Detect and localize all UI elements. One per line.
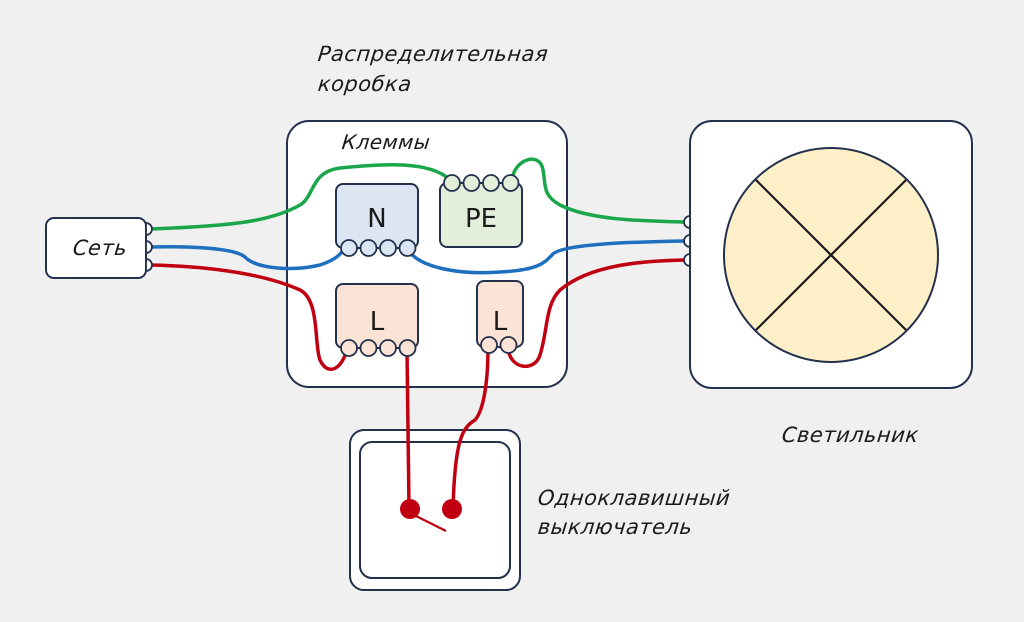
wire-line-mains xyxy=(148,263,349,371)
terminal-line-out-label: L xyxy=(493,307,508,337)
terminal-neutral-pin xyxy=(359,239,378,257)
terminal-ground-pin xyxy=(462,174,481,192)
mains-connectors xyxy=(145,222,153,272)
wire-neutral-mains xyxy=(148,245,347,271)
switch-box xyxy=(349,429,521,591)
terminal-ground-pin xyxy=(482,174,500,192)
terminal-line-in-pin xyxy=(398,339,417,357)
wire-ground-mains xyxy=(148,163,452,231)
wire-neutral-lamp xyxy=(406,239,686,275)
wire-line-lamp xyxy=(506,258,686,369)
wire-switched-line xyxy=(451,346,490,510)
terminal-neutral-label: N xyxy=(367,204,386,234)
terminal-line-in-pin xyxy=(359,339,378,357)
terminal-line-out: L xyxy=(476,280,524,348)
terminal-line-in: L xyxy=(335,283,419,349)
lamp-icon xyxy=(723,147,939,363)
terminal-neutral-pin xyxy=(379,239,397,257)
terminal-ground-pin xyxy=(501,174,520,192)
terminal-line-out-pin xyxy=(480,336,498,354)
luminaire-label: Светильник xyxy=(780,423,920,447)
mains-label: Сеть xyxy=(71,236,129,260)
junction-box-label-line1: Распределительная xyxy=(316,42,550,66)
wire-ground-lamp xyxy=(510,157,686,224)
lamp-connectors xyxy=(683,215,691,267)
terminals-label: Клеммы xyxy=(340,130,432,154)
switch-label-line1: Одноклавишный xyxy=(536,486,732,510)
terminal-neutral-pin xyxy=(340,239,358,257)
terminal-neutral: N xyxy=(335,183,419,249)
terminal-ground-label: PE xyxy=(465,204,497,234)
wire-line-to-switch xyxy=(405,348,411,510)
terminal-line-in-label: L xyxy=(370,307,385,337)
terminal-pins xyxy=(340,174,520,357)
terminal-line-in-pin xyxy=(340,339,358,357)
terminal-line-out-pin xyxy=(499,336,518,354)
terminal-ground-pin xyxy=(443,174,461,192)
terminal-ground: PE xyxy=(439,182,523,248)
terminal-neutral-pin xyxy=(398,239,417,257)
switch-label-line2: выключатель xyxy=(536,515,694,539)
terminal-line-in-pin xyxy=(379,339,397,357)
junction-box-label-line2: коробка xyxy=(316,72,413,96)
switch-contacts xyxy=(400,499,462,532)
